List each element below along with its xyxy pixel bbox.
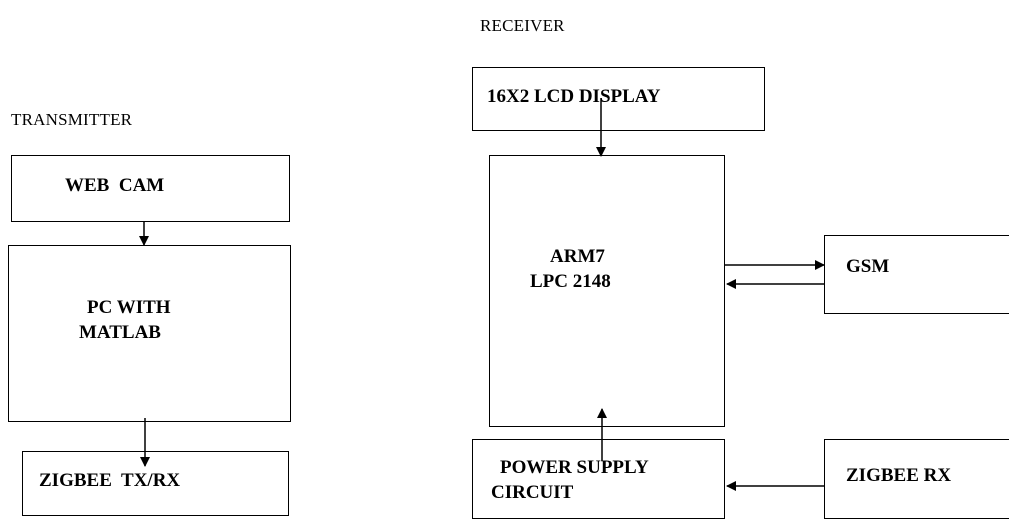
arm7-block: ARM7 LPC 2148 bbox=[489, 155, 725, 427]
zigbee-txrx-block: ZIGBEE TX/RX bbox=[22, 451, 289, 516]
zigbee-rx-block: ZIGBEE RX bbox=[824, 439, 1009, 519]
pc-matlab-block: PC WITH MATLAB bbox=[8, 245, 291, 422]
zigbee-rx-label: ZIGBEE RX bbox=[846, 465, 952, 486]
lcd-display-label: 16X2 LCD DISPLAY bbox=[487, 86, 661, 107]
pc-matlab-line2: MATLAB bbox=[79, 322, 161, 343]
power-supply-block: POWER SUPPLY CIRCUIT bbox=[472, 439, 725, 519]
power-supply-line1: POWER SUPPLY bbox=[500, 457, 649, 478]
receiver-label: RECEIVER bbox=[480, 16, 565, 35]
webcam-label: WEB CAM bbox=[65, 175, 165, 196]
arm7-line1: ARM7 bbox=[550, 246, 605, 267]
arm7-line2: LPC 2148 bbox=[530, 271, 611, 292]
zigbee-txrx-label: ZIGBEE TX/RX bbox=[39, 470, 181, 491]
gsm-block: GSM bbox=[824, 235, 1009, 314]
power-supply-line2: CIRCUIT bbox=[491, 482, 574, 503]
lcd-display-block: 16X2 LCD DISPLAY bbox=[472, 67, 765, 131]
transmitter-label: TRANSMITTER bbox=[11, 110, 133, 129]
webcam-block: WEB CAM bbox=[11, 155, 290, 222]
pc-matlab-line1: PC WITH bbox=[87, 297, 171, 318]
gsm-label: GSM bbox=[846, 256, 890, 277]
